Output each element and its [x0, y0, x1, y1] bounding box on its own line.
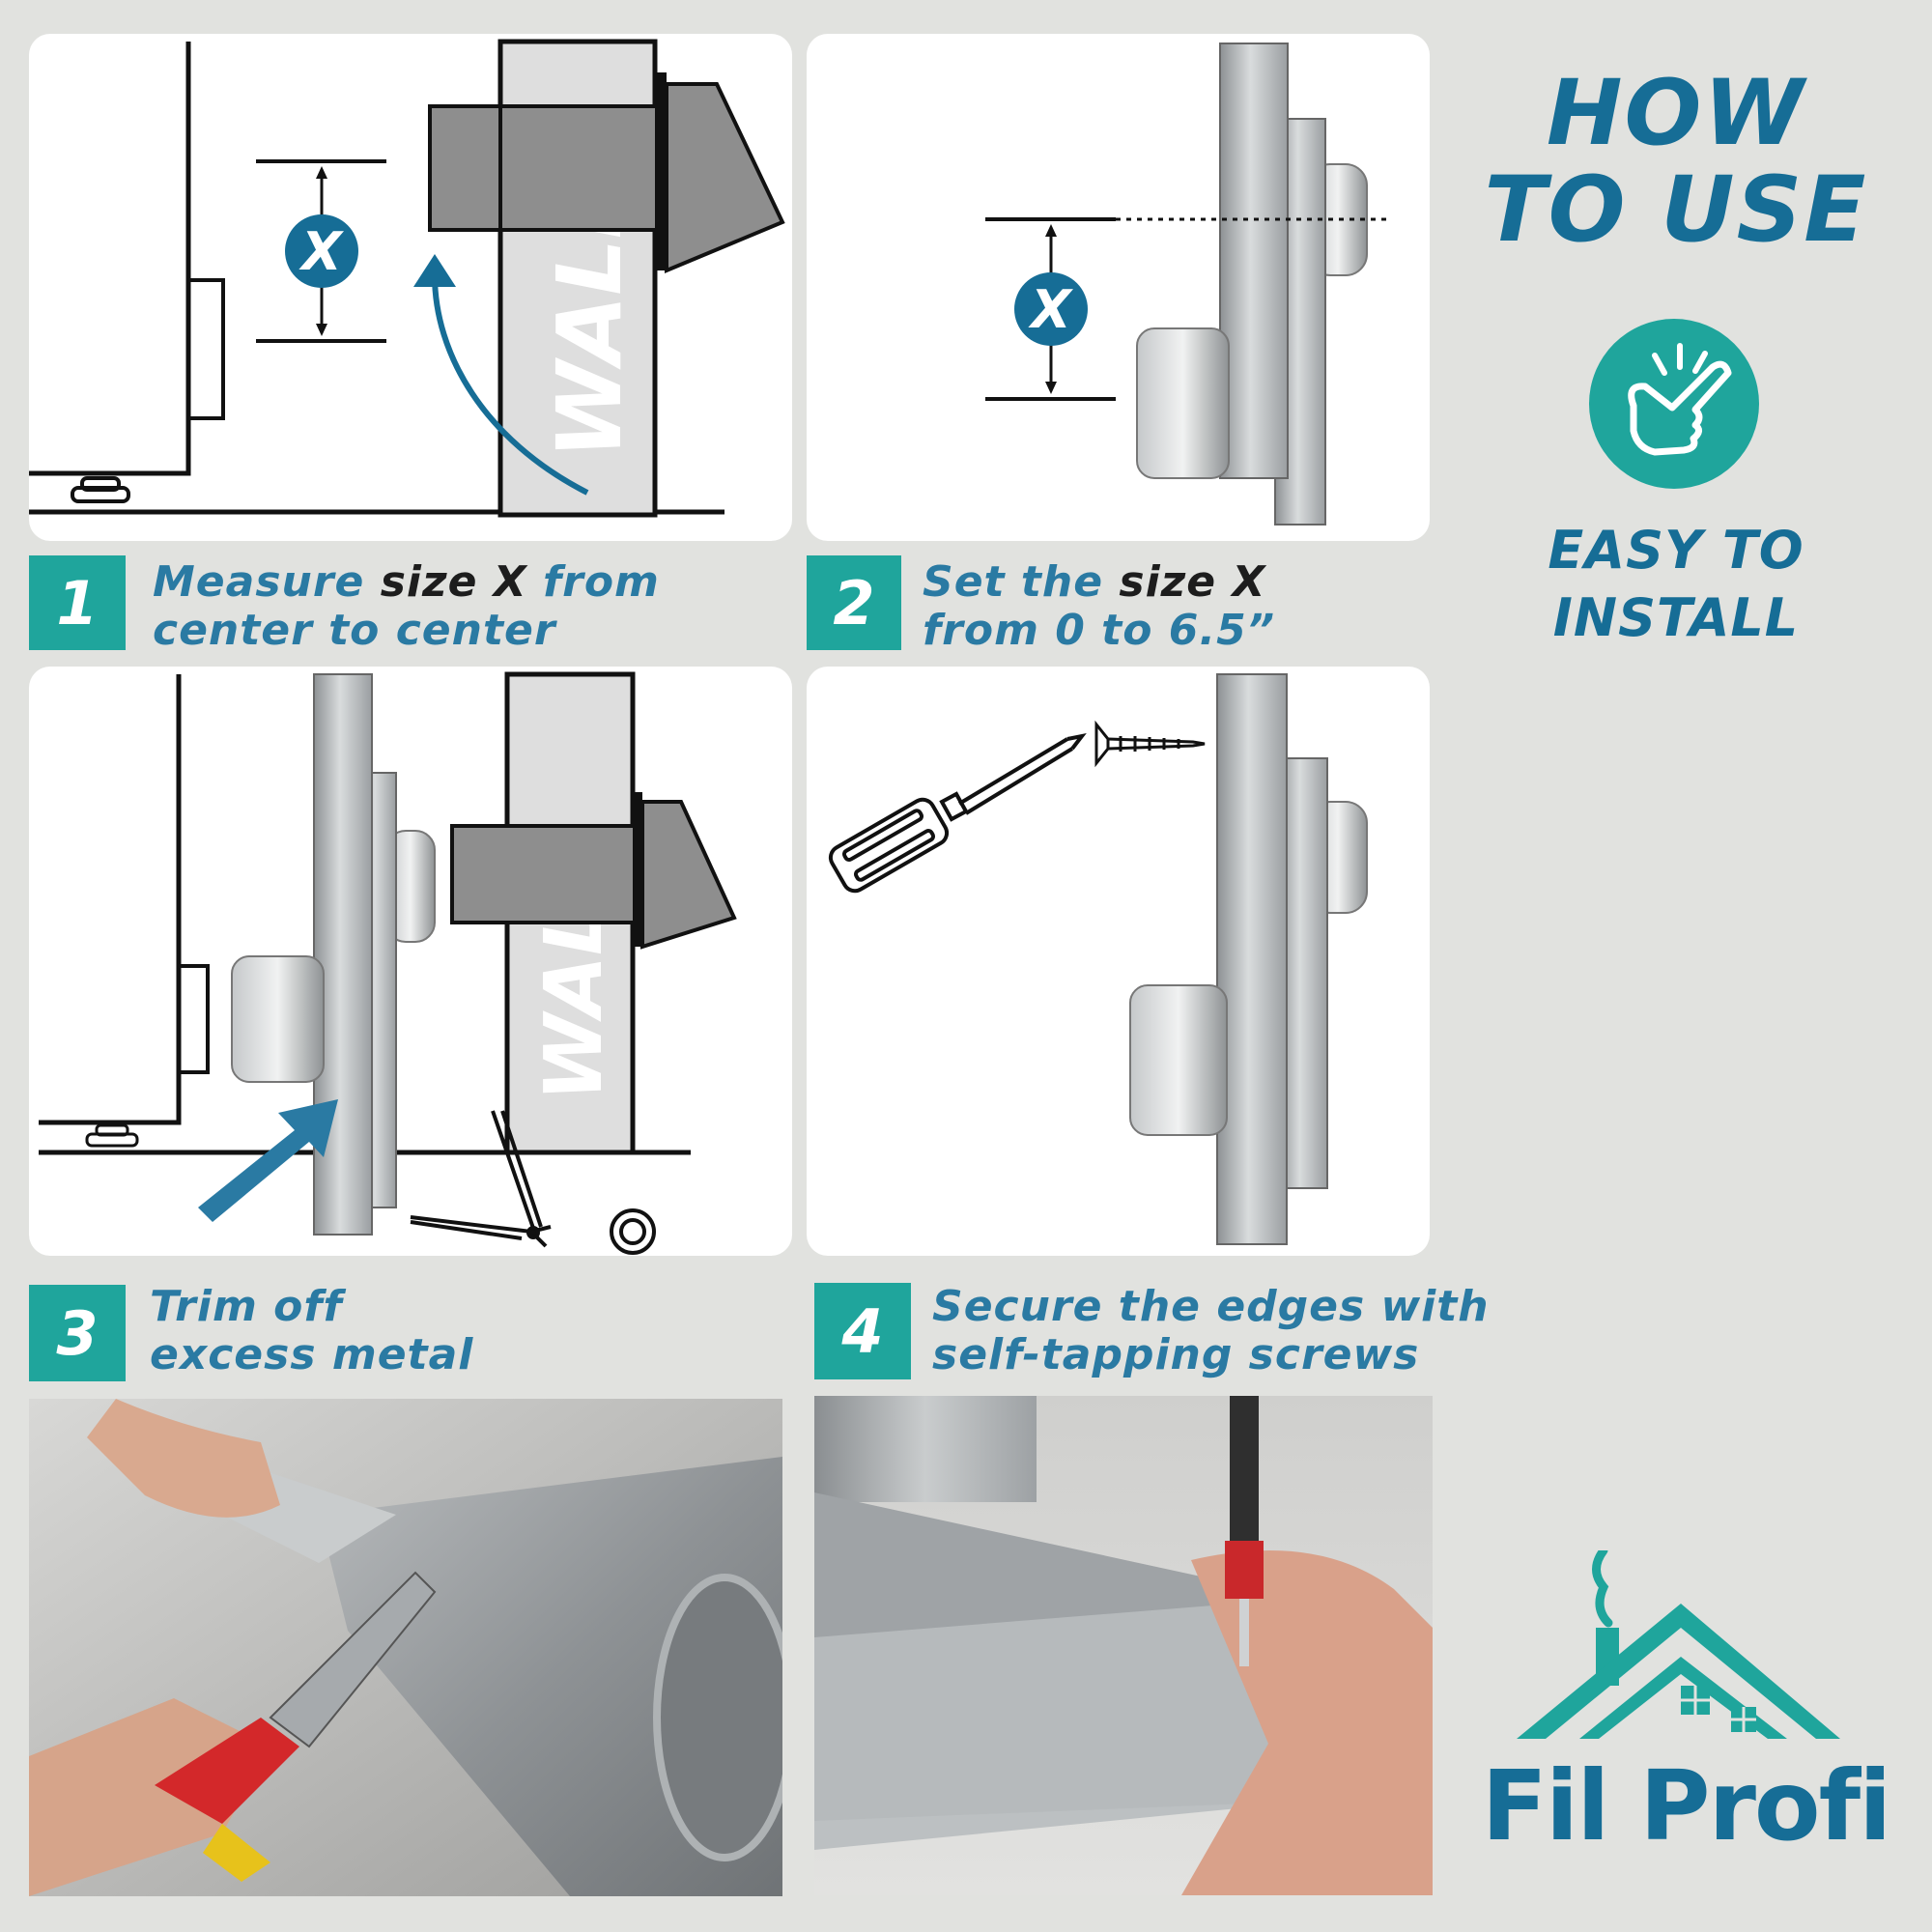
tagline-line-2: INSTALL — [1552, 587, 1800, 648]
scissors-icon — [410, 1110, 656, 1255]
secure-screws-photo — [814, 1396, 1433, 1895]
tagline-line-1: EASY TO — [1548, 520, 1804, 581]
step-1-badge: 1 — [29, 555, 126, 650]
step-3-caption: Trim off excess metal — [150, 1282, 474, 1379]
step-2-diagram: X — [807, 34, 1430, 541]
trim-metal-photo — [29, 1399, 782, 1896]
adapter-plate-4 — [1216, 673, 1288, 1245]
step-2-illustration: X — [985, 43, 1386, 526]
lower-collar — [1136, 327, 1230, 479]
step-4-diagram — [807, 667, 1430, 1256]
step-3-illustration: WALL — [39, 671, 737, 1255]
step-2-caption: Set the size X from 0 to 6.5” — [923, 557, 1276, 655]
brand-name: Fil Profi — [1481, 1749, 1892, 1862]
adjustable-plate — [1219, 43, 1289, 479]
step-4-illustration — [828, 673, 1368, 1245]
push-arrow-icon — [198, 1099, 338, 1222]
vent-pipe — [428, 104, 664, 232]
step-1-caption: Measure size X from center to center — [153, 557, 660, 655]
step-3-diagram: WALL — [29, 667, 792, 1256]
tap-hand-icon — [1589, 319, 1759, 489]
x-marker-2: X — [1028, 279, 1073, 340]
screw-icon — [1094, 720, 1206, 768]
title-line-1: HOW — [1546, 61, 1806, 166]
step-1-illustration: WALL X — [29, 39, 785, 518]
step-3-badge: 3 — [29, 1285, 126, 1381]
curved-arrow-icon — [432, 274, 589, 496]
how-to-use-title: HOW TO USE — [1449, 66, 1903, 259]
x-marker-1: X — [298, 221, 344, 282]
step-4-caption: Secure the edges with self-tapping screw… — [932, 1282, 1490, 1379]
easy-to-install-tagline: EASY TO INSTALL — [1478, 517, 1874, 652]
house-chimney-logo — [1517, 1550, 1840, 1739]
step-2-badge: 2 — [807, 555, 901, 650]
screwdriver-icon — [828, 732, 1087, 894]
step-1-diagram: WALL X — [29, 34, 792, 541]
step-4-badge: 4 — [814, 1283, 911, 1379]
dryer-vent-outlet — [186, 278, 225, 420]
title-line-2: TO USE — [1484, 157, 1868, 263]
vent-hood — [665, 82, 785, 273]
